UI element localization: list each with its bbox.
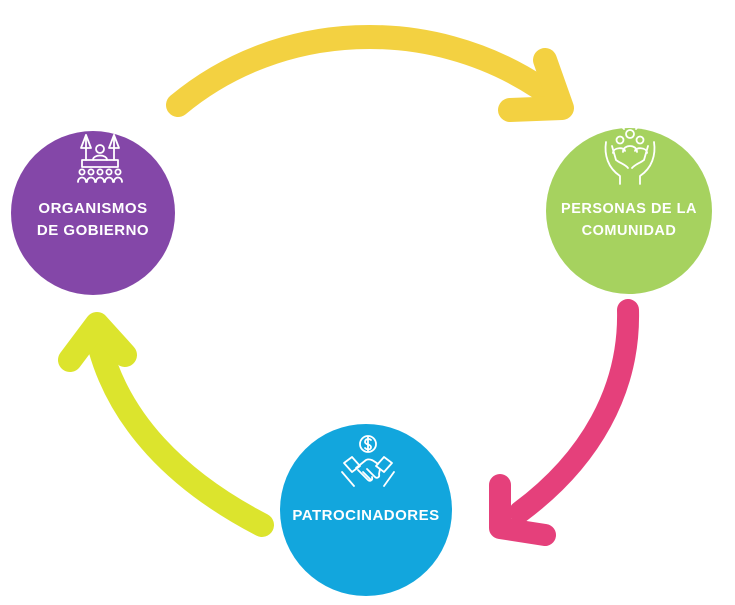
- node-government: [11, 131, 175, 295]
- community-label: PERSONAS DE LA COMUNIDAD: [546, 198, 712, 242]
- handshake-dollar-icon: [341, 435, 395, 487]
- sponsors-label-line1: PATROCINADORES: [292, 507, 440, 524]
- arrow-sponsors-to-government: [58, 312, 274, 537]
- community-circle: [546, 128, 712, 294]
- arrow-community-to-sponsors: [489, 299, 640, 546]
- arrow-government-to-community: [166, 24, 574, 122]
- community-label-line2: COMUNIDAD: [581, 223, 677, 239]
- node-sponsors: [280, 424, 452, 596]
- sponsors-circle: [280, 424, 452, 596]
- government-assembly-icon: [77, 134, 123, 183]
- government-label: ORGANISMOS DE GOBIERNO: [13, 198, 173, 242]
- government-circle: [11, 131, 175, 295]
- sponsors-label: PATROCINADORES: [281, 505, 451, 527]
- hands-holding-people-icon: [604, 123, 656, 185]
- government-label-line2: DE GOBIERNO: [36, 222, 150, 239]
- community-label-line1: PERSONAS DE LA: [561, 201, 697, 217]
- government-label-line1: ORGANISMOS: [38, 200, 148, 217]
- node-community: [546, 123, 712, 294]
